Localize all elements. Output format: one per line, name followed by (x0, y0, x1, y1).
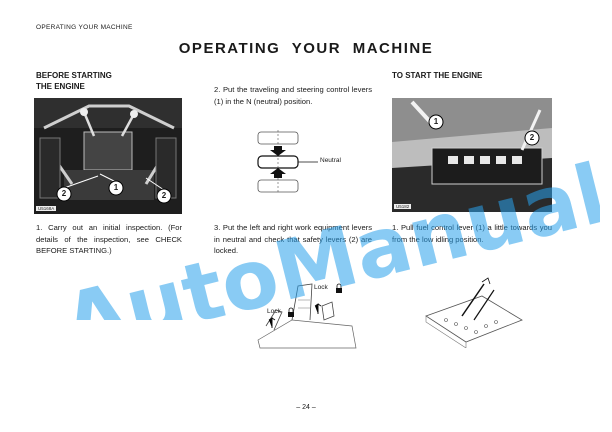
callout-1: 1 (113, 183, 119, 192)
neutral-lever-diagram: Neutral (240, 126, 360, 196)
safety-lever-diagram: Lock Lock (252, 280, 364, 352)
figure-code-right: U5182 (394, 204, 412, 209)
step-3-safety-levers: 3. Put the left and right work equipment… (214, 223, 372, 255)
section-heading-before-starting: BEFORE STARTING THE ENGINE (36, 70, 112, 92)
callout-2-left: 2 (61, 189, 67, 198)
fuel-lever-diagram (422, 276, 526, 349)
step-2-levers-neutral: 2. Put the traveling and steering contro… (214, 85, 372, 106)
lock-label-left: Lock (267, 308, 281, 315)
lock-label-right: Lock (314, 284, 328, 291)
step-1-initial-inspection: 1. Carry out an initial inspection. (For… (36, 223, 182, 255)
figure-code: U5168A (36, 206, 57, 211)
fuel-lever-photo: 1 2 U5182 (392, 98, 552, 212)
page-title: OPERATING YOUR MACHINE (178, 40, 434, 57)
heading-line-2: THE ENGINE (36, 82, 85, 91)
callout-2-right: 2 (161, 191, 167, 200)
callout-fuel-1: 1 (433, 117, 439, 126)
section-heading-start-engine: TO START THE ENGINE (392, 71, 483, 80)
neutral-label: Neutral (320, 157, 341, 164)
page-number: – 24 – (296, 404, 316, 411)
step-1-fuel-lever: 1. Pull fuel control lever (1) a little … (392, 223, 552, 244)
heading-line-1: BEFORE STARTING (36, 71, 112, 80)
cab-controls-photo: 2 1 2 U5168A (34, 98, 182, 214)
callout-fuel-2: 2 (529, 133, 535, 142)
running-header: OPERATING YOUR MACHINE (36, 24, 133, 31)
